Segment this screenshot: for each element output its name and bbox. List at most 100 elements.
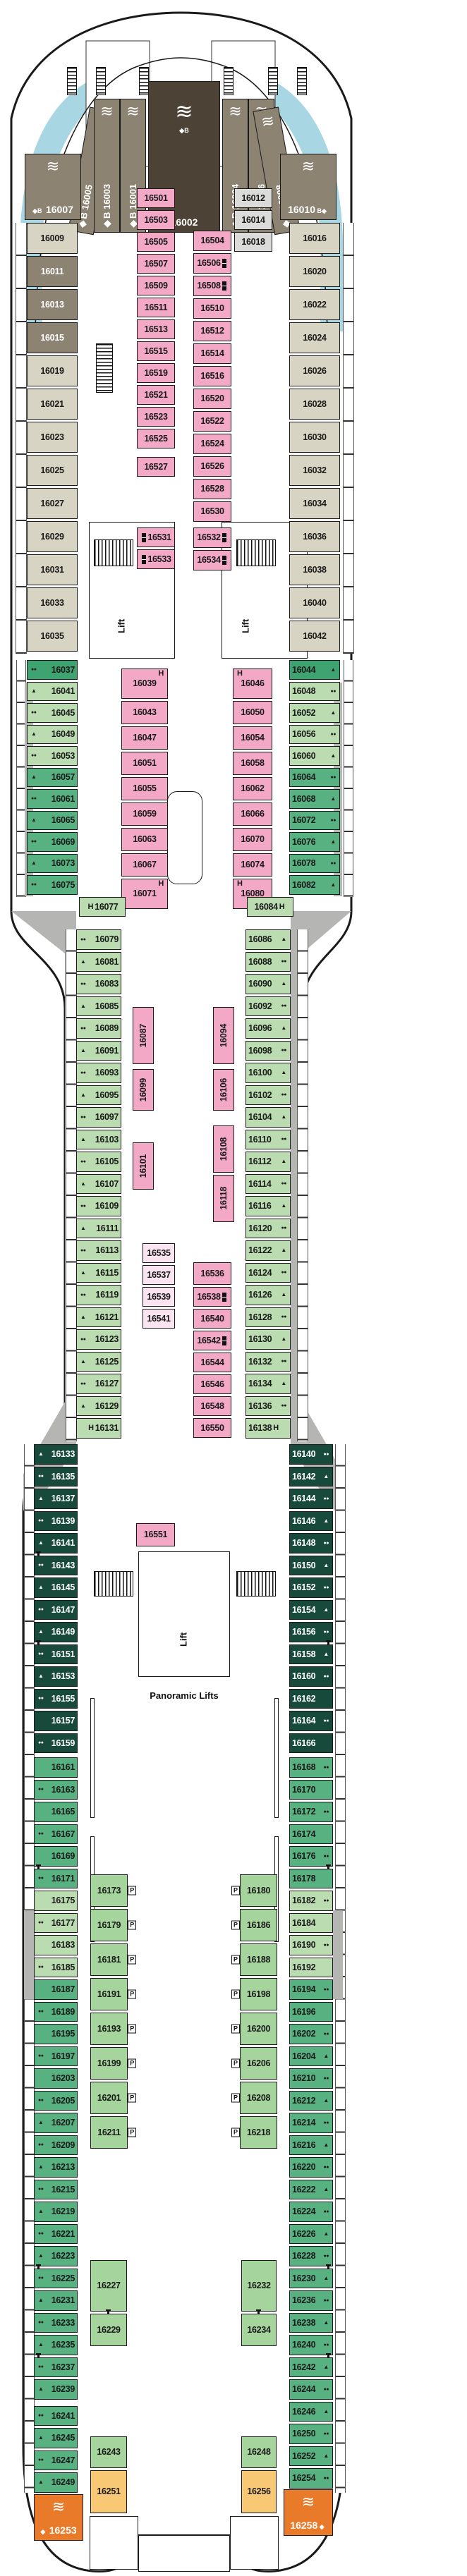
cabin-16531[interactable]: 16531 bbox=[137, 527, 175, 547]
cabin-16069[interactable]: ●●16069 bbox=[27, 832, 78, 852]
cabin-16128[interactable]: 16128●● bbox=[245, 1307, 291, 1327]
cabin-16196[interactable]: 16196 bbox=[289, 2001, 333, 2022]
cabin-16053[interactable]: ●●16053 bbox=[27, 746, 78, 766]
cabin-16146[interactable]: 16146▲ bbox=[289, 1510, 333, 1531]
cabin-16156[interactable]: 16156●● bbox=[289, 1622, 333, 1647]
cabin-16047[interactable]: 16047 bbox=[121, 726, 168, 750]
cabin-16137[interactable]: ▲16137 bbox=[34, 1489, 78, 1509]
cabin-16103[interactable]: ▲16103 bbox=[76, 1129, 121, 1149]
cabin-16175[interactable]: 16175 bbox=[34, 1891, 78, 1911]
cabin-16539[interactable]: 16539 bbox=[142, 1287, 175, 1307]
cabin-16503[interactable]: 16503 bbox=[137, 210, 175, 230]
cabin-16116[interactable]: 16116▲ bbox=[245, 1196, 291, 1216]
cabin-16245[interactable]: ▲16245 bbox=[34, 2428, 78, 2448]
cabin-16014[interactable]: 16014 bbox=[234, 210, 272, 230]
cabin-16215[interactable]: ●●16215 bbox=[34, 2179, 78, 2199]
cabin-16515[interactable]: 16515 bbox=[137, 341, 175, 361]
cabin-16219[interactable]: ▲16219 bbox=[34, 2202, 78, 2222]
cabin-16194[interactable]: 16194●● bbox=[289, 1979, 333, 2000]
cabin-16141[interactable]: ▲16141 bbox=[34, 1533, 78, 1558]
cabin-16165[interactable]: 16165 bbox=[34, 1802, 78, 1822]
cabin-16061[interactable]: ●●16061 bbox=[27, 789, 78, 809]
cabin-16049[interactable]: ▲16049 bbox=[27, 724, 78, 744]
cabin-16534[interactable]: 16534 bbox=[193, 550, 231, 570]
cabin-16233[interactable]: ●●16233 bbox=[34, 2312, 78, 2333]
cabin-16171[interactable]: ●●16171 bbox=[34, 1868, 78, 1888]
cabin-16082[interactable]: 16082▲ bbox=[289, 875, 340, 895]
cabin-16136[interactable]: 16136●● bbox=[245, 1396, 291, 1416]
cabin-16195[interactable]: 16195 bbox=[34, 2024, 78, 2044]
cabin-16524[interactable]: 16524 bbox=[193, 434, 231, 454]
cabin-16132[interactable]: 16132●● bbox=[245, 1351, 291, 1372]
cabin-16035[interactable]: 16035 bbox=[27, 621, 78, 652]
cabin-16042[interactable]: 16042 bbox=[289, 621, 340, 652]
cabin-16239[interactable]: ▲16239 bbox=[34, 2379, 78, 2400]
cabin-16118[interactable]: 16118 bbox=[213, 1175, 234, 1222]
cabin-16057[interactable]: ▲16057 bbox=[27, 767, 78, 787]
cabin-16513[interactable]: 16513 bbox=[137, 319, 175, 339]
cabin-16510[interactable]: 16510 bbox=[193, 298, 231, 319]
cabin-16021[interactable]: 16021 bbox=[27, 389, 78, 420]
cabin-16148[interactable]: 16148●● bbox=[289, 1533, 333, 1553]
cabin-16013[interactable]: 16013 bbox=[27, 289, 78, 320]
cabin-16192[interactable]: 16192 bbox=[289, 1957, 333, 1977]
cabin-16127[interactable]: ●●16127 bbox=[76, 1374, 121, 1394]
cabin-16123[interactable]: ●●16123 bbox=[76, 1329, 121, 1350]
cabin-16027[interactable]: 16027 bbox=[27, 488, 78, 519]
cabin-16070[interactable]: 16070 bbox=[233, 828, 272, 851]
cabin-16229[interactable]: 16229 bbox=[90, 2314, 127, 2346]
cabin-16086[interactable]: 16086▲ bbox=[245, 929, 291, 950]
suite-16003[interactable]: ≋◆B 16003 bbox=[94, 99, 120, 233]
cabin-16045[interactable]: ●●16045 bbox=[27, 703, 78, 723]
cabin-16112[interactable]: 16112▲ bbox=[245, 1152, 291, 1172]
cabin-16250[interactable]: 16250●● bbox=[289, 2424, 333, 2444]
cabin-16254[interactable]: 16254●● bbox=[289, 2468, 333, 2489]
cabin-16507[interactable]: 16507 bbox=[137, 254, 175, 274]
cabin-16085[interactable]: ▲16085 bbox=[76, 996, 121, 1016]
cabin-16178[interactable]: 16178 bbox=[289, 1868, 333, 1888]
cabin-16202[interactable]: 16202●● bbox=[289, 2024, 333, 2044]
cabin-16238[interactable]: 16238▲ bbox=[289, 2312, 333, 2333]
cabin-16530[interactable]: 16530 bbox=[193, 501, 231, 522]
cabin-16172[interactable]: 16172●● bbox=[289, 1802, 333, 1822]
cabin-16051[interactable]: 16051 bbox=[121, 752, 168, 775]
cabin-16043[interactable]: 16043 bbox=[121, 701, 168, 724]
cabin-16155[interactable]: ●●16155 bbox=[34, 1688, 78, 1709]
cabin-16076[interactable]: 16076▲ bbox=[289, 832, 340, 852]
cabin-16164[interactable]: 16164●● bbox=[289, 1711, 333, 1731]
cabin-16537[interactable]: 16537 bbox=[142, 1265, 175, 1285]
cabin-16542[interactable]: 16542 bbox=[193, 1331, 231, 1350]
cabin-16143[interactable]: ●●16143 bbox=[34, 1555, 78, 1575]
cabin-16167[interactable]: ●●16167 bbox=[34, 1824, 78, 1844]
cabin-16048[interactable]: 16048●● bbox=[289, 681, 340, 701]
cabin-16551[interactable]: 16551 bbox=[136, 1523, 175, 1546]
cabin-16519[interactable]: 16519 bbox=[137, 363, 175, 383]
cabin-16226[interactable]: 16226▲ bbox=[289, 2223, 333, 2244]
cabin-16122[interactable]: 16122▲ bbox=[245, 1240, 291, 1261]
cabin-16204[interactable]: 16204▲ bbox=[289, 2046, 333, 2066]
cabin-16089[interactable]: ●●16089 bbox=[76, 1018, 121, 1039]
cabin-16104[interactable]: 16104▲ bbox=[245, 1107, 291, 1128]
cabin-16541[interactable]: 16541 bbox=[142, 1309, 175, 1329]
cabin-16536[interactable]: 16536 bbox=[193, 1262, 231, 1285]
cabin-16527[interactable]: 16527 bbox=[137, 457, 175, 477]
cabin-16016[interactable]: 16016 bbox=[289, 223, 340, 254]
cabin-16144[interactable]: 16144●● bbox=[289, 1489, 333, 1509]
cabin-16501[interactable]: 16501 bbox=[137, 188, 175, 208]
cabin-16520[interactable]: 16520 bbox=[193, 389, 231, 409]
cabin-16190[interactable]: 16190●● bbox=[289, 1935, 333, 1955]
cabin-16535[interactable]: 16535 bbox=[142, 1243, 175, 1263]
cabin-16134[interactable]: 16134▲ bbox=[245, 1374, 291, 1394]
cabin-16028[interactable]: 16028 bbox=[289, 389, 340, 420]
